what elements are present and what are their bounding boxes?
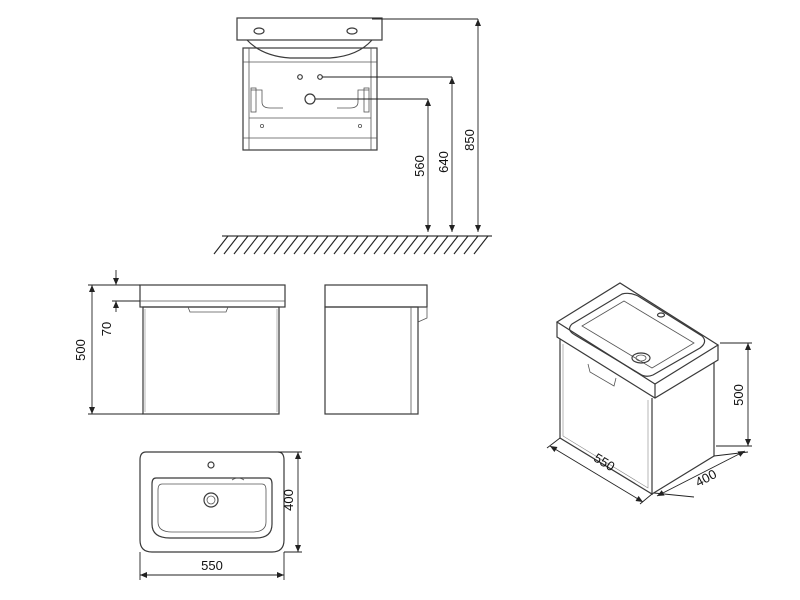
top-drain-outer	[203, 492, 219, 508]
floor-hatch-stroke	[473, 235, 489, 255]
rear-hole-left	[253, 27, 265, 35]
isometric-view: 500 550 400	[546, 282, 752, 505]
floor-hatch-stroke	[453, 235, 469, 255]
front-cabinet	[142, 306, 280, 415]
floor-hatch-stroke	[403, 235, 419, 255]
floor-hatch-stroke	[213, 235, 229, 255]
floor-hatch-stroke	[343, 235, 359, 255]
iso-handle	[587, 363, 617, 387]
floor-hatch-stroke	[393, 235, 409, 255]
rear-basin-bowl	[246, 39, 373, 59]
iso-tap-hole	[656, 312, 666, 318]
dim-560: 560	[412, 155, 427, 177]
iso-basin-bowl	[569, 292, 706, 377]
floor-hatch-stroke	[413, 235, 429, 255]
dim-iso-400: 400	[693, 466, 719, 489]
rear-bracket-left	[251, 89, 283, 109]
dim-line-iso-400	[656, 450, 746, 497]
top-basin-bowl	[151, 477, 273, 539]
iso-basin-top	[555, 282, 720, 385]
rear-bracket-right	[337, 89, 369, 109]
floor-hatch-stroke	[253, 235, 269, 255]
dim-front-500: 500	[73, 339, 88, 361]
dim-640: 640	[436, 151, 451, 173]
floor-hatch-stroke	[283, 235, 299, 255]
floor-hatch-stroke	[443, 235, 459, 255]
rear-hole-right	[346, 27, 358, 35]
dim-front-70: 70	[99, 322, 114, 336]
floor-hatch-stroke	[323, 235, 339, 255]
floor-hatch-stroke	[463, 235, 479, 255]
floor-hatch-stroke	[433, 235, 449, 255]
iso-drain	[631, 352, 651, 364]
top-tap-hole	[207, 461, 215, 469]
floor-hatch-stroke	[373, 235, 389, 255]
floor-hatch-stroke	[263, 235, 279, 255]
floor-hatch-stroke	[333, 235, 349, 255]
front-basin-top	[139, 284, 286, 308]
side-cabinet	[324, 306, 419, 415]
dim-line-iso-550	[549, 445, 644, 503]
rear-view	[236, 17, 478, 151]
rear-water-hole-left	[297, 74, 303, 80]
top-drain-inner	[206, 495, 216, 505]
floor-hatch-stroke	[223, 235, 239, 255]
dim-top-400: 400	[281, 489, 296, 511]
floor-hatch-stroke	[423, 235, 439, 255]
floor-hatch-stroke	[243, 235, 259, 255]
height-dimensions: 850 640 560	[412, 19, 481, 232]
side-view	[324, 284, 428, 415]
floor-hatch-stroke	[303, 235, 319, 255]
floor-hatch-stroke	[363, 235, 379, 255]
dim-top-550: 550	[201, 558, 223, 573]
rear-water-hole-right	[317, 74, 323, 80]
floor-hatch-stroke	[313, 235, 329, 255]
dim-850: 850	[462, 129, 477, 151]
floor-hatch	[213, 235, 492, 255]
side-basin-top	[324, 284, 428, 308]
front-view: 500 70	[73, 270, 286, 415]
floor-hatch-stroke	[353, 235, 369, 255]
rear-basin-rim	[236, 17, 383, 41]
top-basin-outline	[139, 451, 285, 553]
floor-hatch-stroke	[383, 235, 399, 255]
rear-drain-hole	[304, 93, 316, 105]
floor-hatch-stroke	[273, 235, 289, 255]
floor-hatch-stroke	[233, 235, 249, 255]
front-handle	[187, 306, 229, 313]
dim-iso-500: 500	[731, 384, 746, 406]
top-view: 400 550	[139, 451, 302, 580]
floor-hatch-stroke	[293, 235, 309, 255]
